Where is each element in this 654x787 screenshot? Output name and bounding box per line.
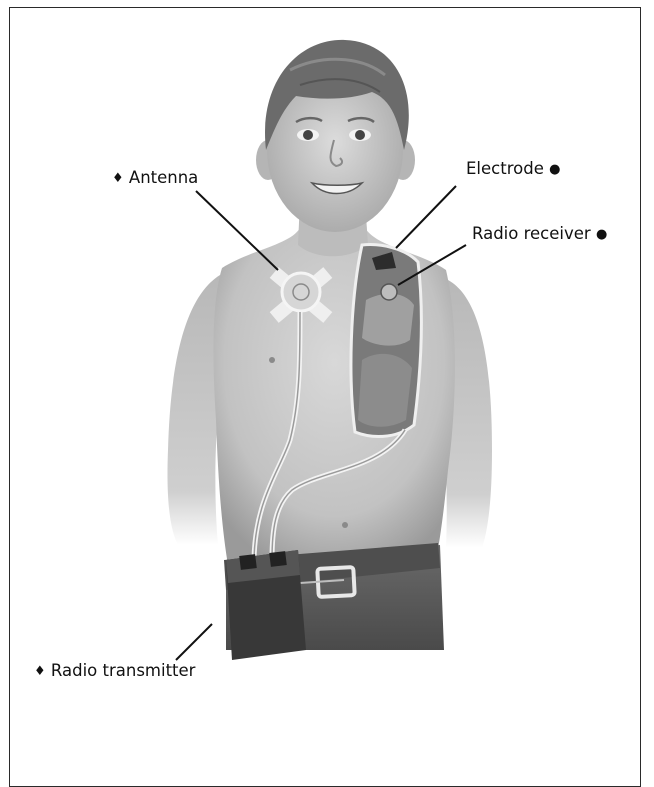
electrode-leader [396,186,456,248]
radio-receiver-label: Radio receiver ● [472,226,607,243]
antenna-label: ♦ Antenna [112,170,198,187]
left-arm [167,275,222,545]
dot-marker: ● [549,162,560,177]
electrode-text: Electrode [466,159,544,178]
diamond-marker: ♦ [34,664,46,679]
radio-transmitter-leader [176,624,212,660]
antenna-leader [196,191,278,270]
antenna-text: Antenna [129,168,198,187]
electrode-label: Electrode ● [466,161,560,178]
radio-transmitter-box [226,550,306,660]
radio-receiver-mark [381,284,397,300]
radio-transmitter-label: ♦ Radio transmitter [34,663,195,680]
dot-marker: ● [596,227,607,242]
diamond-marker: ♦ [112,171,124,186]
radio-receiver-text: Radio receiver [472,224,591,243]
radio-transmitter-text: Radio transmitter [51,661,196,680]
